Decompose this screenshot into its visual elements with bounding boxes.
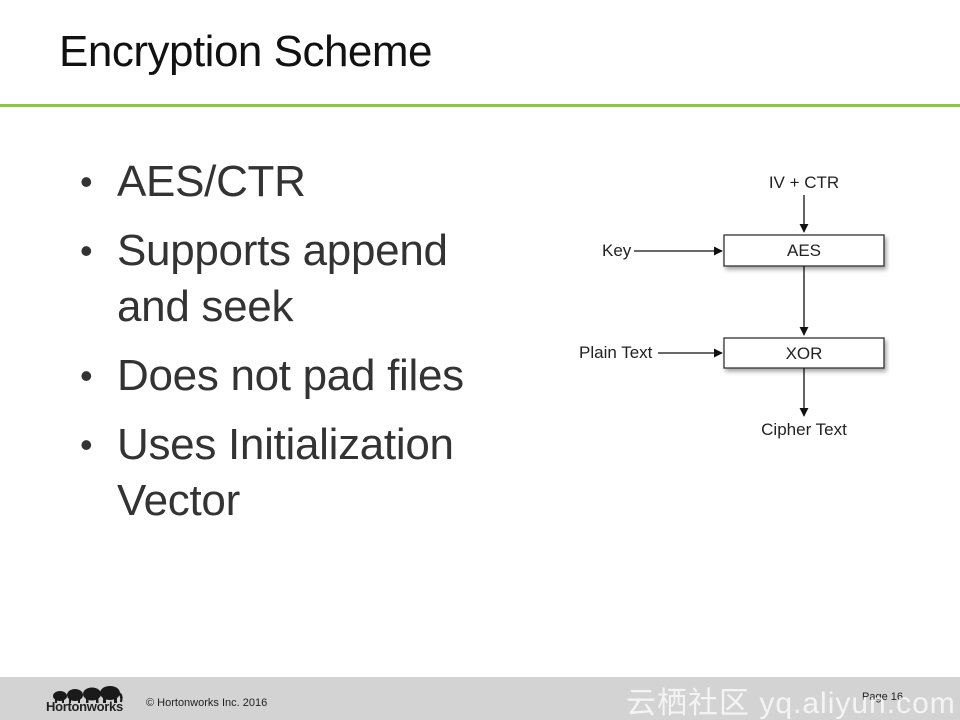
bullet-item: • Does not pad files <box>80 348 520 404</box>
bullet-text: AES/CTR <box>117 157 306 206</box>
bullet-item: • Uses Initialization Vector <box>80 417 520 529</box>
bullet-dot: • <box>80 355 93 396</box>
iv-ctr-label: IV + CTR <box>769 173 839 192</box>
page-number: Page 16 <box>862 691 903 703</box>
xor-box <box>723 337 885 369</box>
title-rule <box>0 104 960 107</box>
bullet-item: • Supports append and seek <box>80 223 520 335</box>
logo-text: Hortonworks <box>46 699 123 714</box>
key-label: Key <box>602 241 632 260</box>
xor-label: XOR <box>786 344 823 363</box>
bullet-text: Does not pad files <box>117 351 464 400</box>
plain-text-label: Plain Text <box>579 343 653 362</box>
bullet-dot: • <box>80 230 93 271</box>
slide-title: Encryption Scheme <box>59 27 433 76</box>
bullet-item: • AES/CTR <box>80 154 520 210</box>
copyright-text: © Hortonworks Inc. 2016 <box>146 697 268 709</box>
bullet-text-continued: Vector <box>117 476 240 525</box>
cipher-text-label: Cipher Text <box>761 420 847 439</box>
bullet-text: Supports append <box>117 226 448 275</box>
bullet-text: Uses Initialization <box>117 420 454 469</box>
bullet-text-continued: and seek <box>117 282 294 331</box>
aes-label: AES <box>787 241 821 260</box>
bullet-dot: • <box>80 161 93 202</box>
bullet-dot: • <box>80 424 93 465</box>
elephant-herd-icon <box>53 686 123 703</box>
footer-bar: Hortonworks © Hortonworks Inc. 2016 Page… <box>0 677 960 720</box>
watermark: 云栖社区 yq.aliyun.com <box>626 687 956 720</box>
bullet-list: • AES/CTR • Supports append and seek • D… <box>80 154 520 542</box>
encryption-diagram: IV + CTR AES Key XOR Plain Text Cipher T… <box>579 173 885 439</box>
